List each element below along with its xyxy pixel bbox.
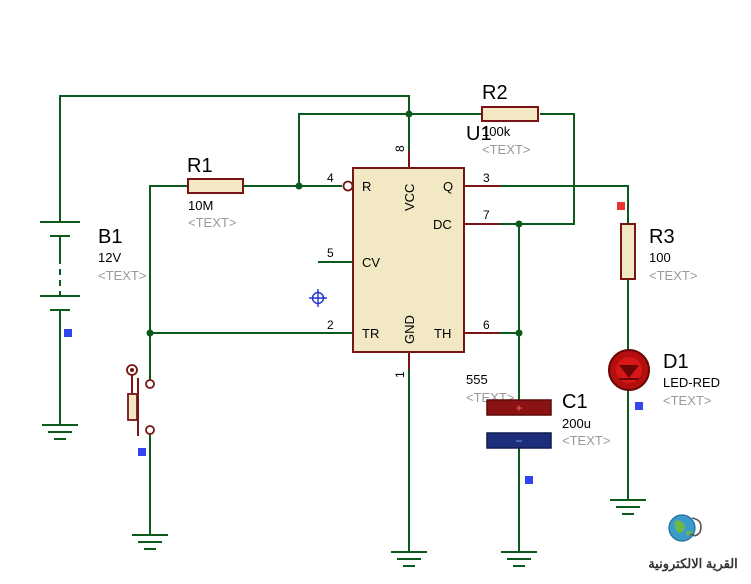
junction-dot <box>515 220 523 228</box>
r3-ref: R3 <box>649 226 675 248</box>
r2-value: 100k <box>482 124 511 139</box>
wire-r2-left <box>298 113 482 186</box>
r3-value: 100 <box>649 250 671 265</box>
pin-number-8: 8 <box>393 145 407 152</box>
resistor-r1[interactable]: R1 10M <TEXT> <box>187 155 244 230</box>
probe-marker-red <box>617 202 625 210</box>
r1-text: <TEXT> <box>188 215 236 230</box>
pin-name-th: TH <box>434 326 451 341</box>
r1-value: 10M <box>188 198 213 213</box>
pin-name-dc: DC <box>433 217 452 232</box>
pin-number-7: 7 <box>483 208 490 222</box>
battery-text: <TEXT> <box>98 268 146 283</box>
r1-ref: R1 <box>187 155 213 177</box>
watermark-text: القرية الالكترونية <box>648 556 738 572</box>
ground-symbol-icon <box>132 534 168 550</box>
pin-name-gnd: GND <box>402 315 417 344</box>
junction-dot <box>515 329 523 337</box>
origin-crosshair-icon <box>309 289 327 307</box>
probe-marker-blue <box>138 448 146 456</box>
battery-ref: B1 <box>98 226 122 248</box>
d1-ref: D1 <box>663 351 689 373</box>
pin-name-cv: CV <box>362 255 380 270</box>
battery-b1[interactable]: B1 12V <TEXT> <box>40 221 146 337</box>
ic-u1[interactable]: R VCC Q DC CV TR GND TH 8 4 3 7 5 2 6 1 … <box>327 123 514 405</box>
push-button-switch[interactable] <box>126 364 155 456</box>
wire-r2-right <box>500 113 575 225</box>
ground-symbol-icon <box>610 499 646 515</box>
led-d1[interactable]: D1 LED-RED <TEXT> <box>608 349 720 410</box>
pin-name-r: R <box>362 179 371 194</box>
resistor-r2[interactable]: R2 100k <TEXT> <box>481 82 539 157</box>
battery-value: 12V <box>98 250 121 265</box>
c1-value: 200u <box>562 416 591 431</box>
d1-value: LED-RED <box>663 375 720 390</box>
ground-symbol-icon <box>42 424 78 440</box>
junction-dot <box>146 329 154 337</box>
c1-ref: C1 <box>562 391 588 413</box>
cap-plus-sign: + <box>515 401 522 415</box>
pin-name-tr: TR <box>362 326 379 341</box>
pin-number-2: 2 <box>327 318 334 332</box>
junctions <box>146 110 523 337</box>
c1-text: <TEXT> <box>562 433 610 448</box>
pin-number-4: 4 <box>327 171 334 185</box>
pin-number-1: 1 <box>393 371 407 378</box>
junction-dot <box>295 182 303 190</box>
r3-text: <TEXT> <box>649 268 697 283</box>
pin-name-vcc: VCC <box>402 184 417 211</box>
probe-marker-blue <box>525 476 533 484</box>
pin-number-6: 6 <box>483 318 490 332</box>
ground-symbol-icon <box>391 551 427 567</box>
wires <box>59 95 629 552</box>
probe-marker-blue <box>635 402 643 410</box>
r2-text: <TEXT> <box>482 142 530 157</box>
resistor-r3[interactable]: R3 100 <TEXT> <box>617 202 697 283</box>
ground-symbol-icon <box>501 551 537 567</box>
u1-ref: U1 <box>466 123 492 145</box>
wire-q-out <box>464 185 629 224</box>
junction-dot <box>405 110 413 118</box>
wire-battery-top <box>59 95 410 222</box>
d1-text: <TEXT> <box>663 393 711 408</box>
cap-minus-sign: − <box>515 434 522 448</box>
pin-name-q: Q <box>443 179 453 194</box>
watermark-logo: القرية الالكترونية <box>648 514 738 572</box>
probe-marker-blue <box>64 329 72 337</box>
capacitor-c1[interactable]: + − C1 200u <TEXT> <box>486 391 610 484</box>
u1-value: 555 <box>466 372 488 387</box>
wire-r1-left <box>149 185 188 333</box>
pin-number-5: 5 <box>327 246 334 260</box>
pin-number-3: 3 <box>483 171 490 185</box>
r2-ref: R2 <box>482 82 508 104</box>
